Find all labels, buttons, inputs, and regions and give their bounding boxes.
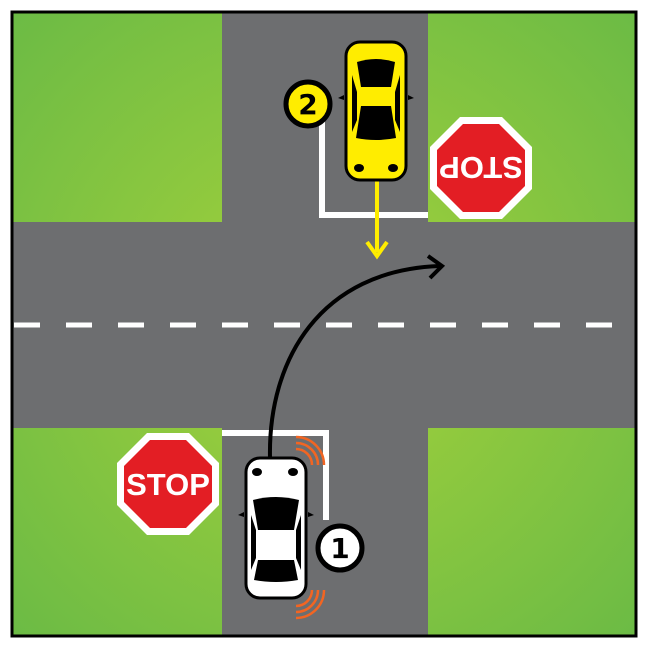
stop-sign-north: STOP <box>430 117 532 219</box>
frame <box>10 10 638 638</box>
stop-line-south <box>222 430 329 520</box>
stop-line-north <box>319 98 428 218</box>
car-1 <box>238 456 314 600</box>
left-turn-arrow <box>267 254 446 459</box>
sensor-waves-icon <box>295 435 326 620</box>
badge-number: 2 <box>298 88 317 121</box>
stop-sign-south: STOP <box>117 433 219 535</box>
car-2 <box>338 40 414 182</box>
car-2-badge: 2 <box>283 79 333 129</box>
horizontal-road <box>12 222 636 428</box>
straight-arrow <box>365 180 389 260</box>
badge-number: 1 <box>330 532 349 565</box>
car-1-badge: 1 <box>315 523 365 573</box>
stop-sign-label: STOP <box>439 150 523 185</box>
stop-sign-label: STOP <box>126 467 210 502</box>
